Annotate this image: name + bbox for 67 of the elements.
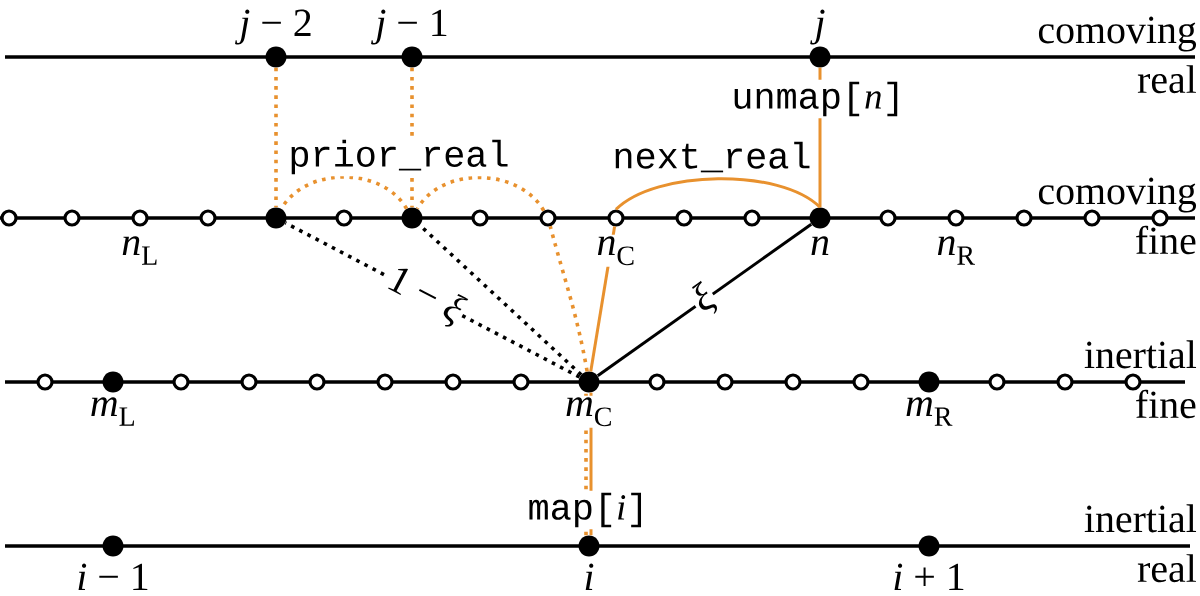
point-label: m$_{L}$ xyxy=(88,395,138,428)
edge-label: next_real xyxy=(610,139,814,175)
edge-label: unmap[n] xyxy=(729,79,907,119)
connector-arc xyxy=(615,177,821,211)
dot xyxy=(809,46,831,68)
connector-arc xyxy=(548,225,589,372)
open-circle xyxy=(308,373,326,391)
connector-line xyxy=(596,222,813,377)
dot xyxy=(918,535,940,557)
open-circle xyxy=(1015,209,1033,227)
point-label: j − 2 xyxy=(235,8,315,46)
edge-label: ξ xyxy=(684,278,724,322)
open-circle xyxy=(743,209,761,227)
open-circle xyxy=(675,209,693,227)
open-circle xyxy=(131,209,149,227)
edge-label: 1 − ξ xyxy=(379,259,471,333)
open-circle xyxy=(376,373,394,391)
open-circle xyxy=(444,373,462,391)
open-circle xyxy=(512,373,530,391)
point-label: m$_{R}$ xyxy=(903,395,955,428)
point-label: n$_{L}$ xyxy=(119,234,161,267)
open-circle xyxy=(63,209,81,227)
point-label: m$_{C}$ xyxy=(563,395,615,428)
open-circle xyxy=(607,209,625,227)
dot xyxy=(809,207,831,229)
point-label: n$_{C}$ xyxy=(595,234,637,267)
open-circle xyxy=(1056,373,1074,391)
open-circle xyxy=(947,209,965,227)
point-label: j − 1 xyxy=(371,8,451,46)
dot xyxy=(578,371,600,393)
open-circle xyxy=(784,373,802,391)
line-label: inertial real xyxy=(1084,504,1197,583)
dot xyxy=(102,535,124,557)
dot xyxy=(265,207,287,229)
open-circle xyxy=(471,209,489,227)
open-circle xyxy=(1124,373,1142,391)
dot xyxy=(265,46,287,68)
open-circle xyxy=(648,373,666,391)
open-circle xyxy=(0,209,18,227)
line-label: comoving fine xyxy=(1038,177,1197,255)
open-circle xyxy=(172,373,190,391)
point-label: n xyxy=(808,234,832,257)
edge-label: map[i] xyxy=(525,490,651,530)
open-circle xyxy=(539,209,557,227)
open-circle xyxy=(852,373,870,391)
point-label: i xyxy=(581,562,597,592)
point-label: j xyxy=(810,8,828,46)
dot xyxy=(578,535,600,557)
open-circle xyxy=(988,373,1006,391)
open-circle xyxy=(335,209,353,227)
open-circle xyxy=(716,373,734,391)
open-circle xyxy=(199,209,217,227)
open-circle xyxy=(240,373,258,391)
line-label: inertial fine xyxy=(1084,340,1197,419)
open-circle xyxy=(879,209,897,227)
line-label: comoving real xyxy=(1038,16,1197,94)
dot xyxy=(918,371,940,393)
point-label: i + 1 xyxy=(890,562,968,592)
point-label: i − 1 xyxy=(74,562,152,592)
dot xyxy=(401,46,423,68)
dot xyxy=(102,371,124,393)
connector-line xyxy=(274,67,278,208)
point-label: n$_{R}$ xyxy=(935,234,977,267)
dot xyxy=(401,207,423,229)
connector-arc xyxy=(415,175,546,212)
edge-label: prior_real xyxy=(286,137,512,177)
open-circle xyxy=(36,373,54,391)
